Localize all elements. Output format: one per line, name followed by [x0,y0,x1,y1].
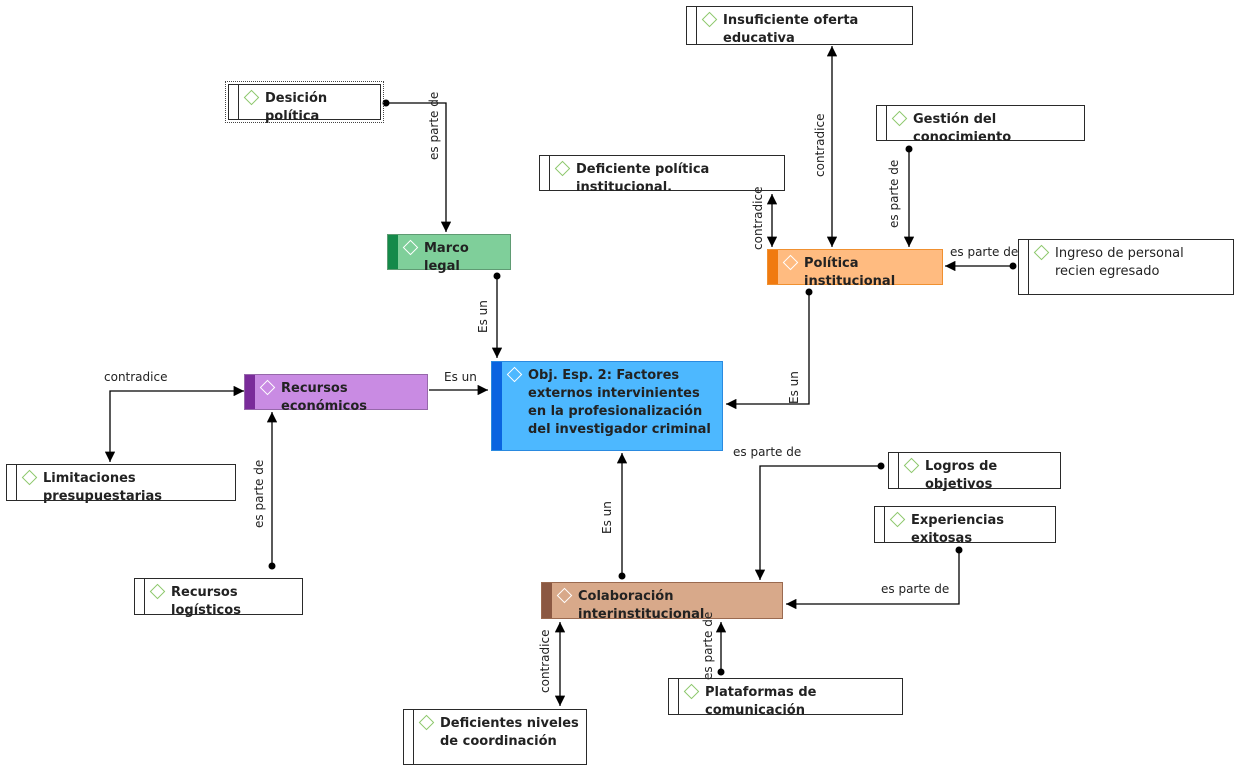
node-marco-legal[interactable]: Marco legal [387,234,511,274]
diamond-icon [149,583,166,600]
node-plataformas-comunicacion[interactable]: Plataformas de comunicación [668,678,903,718]
node-logros-objetivos[interactable]: Logros de objetivos [888,452,1061,492]
link-exp-colab [786,550,960,610]
relation-label: Es un [444,370,477,384]
node-insuficiente-oferta[interactable]: Insuficiente oferta educativa [686,6,913,46]
link-recursos-limitaciones [104,385,244,462]
diamond-icon [891,110,908,127]
diamond-icon [683,683,700,700]
node-gestion-conocimiento[interactable]: Gestión del conocimiento [876,105,1085,145]
relation-label: es parte de [427,91,441,160]
node-limitaciones-presupuestarias[interactable]: Limitaciones presupuestarias [6,464,236,504]
relation-label: Es un [476,300,490,333]
relation-label: es parte de [887,159,901,228]
node-obj-esp-2[interactable]: Obj. Esp. 2: Factores externos intervini… [491,361,723,451]
diamond-icon [418,714,435,731]
link-politica-obj [726,292,810,410]
relation-label: contradice [813,113,827,177]
relation-label: contradice [104,370,168,384]
relation-label: Es un [787,371,801,404]
diamond-icon [782,254,799,271]
diamond-icon [506,366,523,383]
node-colaboracion-interinstitucional[interactable]: Colaboración interinstitucional [541,582,783,622]
relation-label: contradice [538,629,552,693]
diamond-icon [903,457,920,474]
diamond-icon [259,379,276,396]
diamond-icon [1033,244,1050,261]
relation-label: Es un [600,501,614,534]
relation-label: es parte de [950,245,1019,259]
node-desicion-politica[interactable]: Desición política [225,81,384,124]
diamond-icon [554,160,571,177]
link-logros-colab [754,465,881,580]
relation-label: es parte de [701,611,715,680]
relation-label: es parte de [252,459,266,528]
diamond-icon [21,469,38,486]
diamond-icon [701,11,718,28]
node-politica-institucional[interactable]: Política institucional [767,249,943,289]
relation-label: es parte de [881,582,950,596]
node-ingreso-personal[interactable]: Ingreso de personal recien egresado [1018,239,1234,295]
node-deficientes-niveles[interactable]: Deficientes niveles de coordinación [403,709,587,765]
node-experiencias-exitosas[interactable]: Experiencias exitosas [874,506,1056,546]
node-recursos-logisticos[interactable]: Recursos logísticos [134,578,303,618]
diamond-icon [402,239,419,256]
diamond-icon [556,587,573,604]
node-recursos-economicos[interactable]: Recursos económicos [244,374,428,414]
node-deficiente-politica[interactable]: Deficiente política institucional. [539,155,785,195]
link-desicion-marco [386,102,452,232]
diamond-icon [889,511,906,528]
relation-label: contradice [751,186,765,250]
relation-label: es parte de [733,445,802,459]
diamond-icon [243,89,260,106]
